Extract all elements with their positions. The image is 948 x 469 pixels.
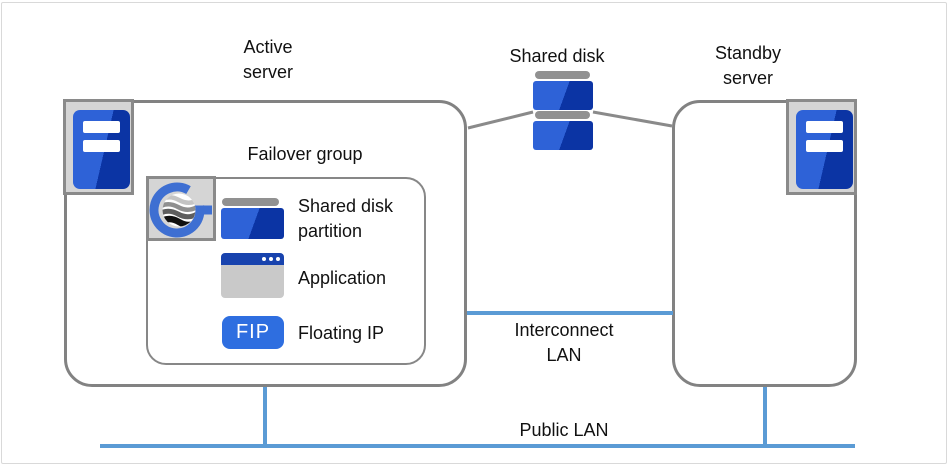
server-bar: [806, 140, 843, 152]
window-titlebar: [221, 253, 284, 265]
floating-ip-badge: FIP: [222, 316, 284, 349]
label-line: Application: [298, 268, 387, 288]
label-line: Interconnect: [514, 320, 614, 340]
server-bar: [806, 121, 843, 133]
active-server-icon: [63, 99, 134, 195]
public-lan-label: Public LAN: [519, 420, 609, 440]
active-server-label: Active server: [188, 35, 348, 85]
floating-ip-label: Floating IP: [298, 321, 384, 346]
cluster-logo-panel: [146, 176, 216, 241]
shared-disk-label: Shared disk: [509, 46, 605, 66]
disk-cap: [222, 198, 279, 206]
label-line: server: [722, 68, 773, 88]
shared-disk-partition-icon: [221, 208, 284, 239]
fip-badge-text: FIP: [235, 321, 271, 343]
window-dot: [276, 257, 280, 261]
server-glyph: [73, 110, 130, 189]
server-glyph: [796, 110, 853, 189]
shared-disk-partition-label: Shared disk partition: [298, 194, 393, 244]
standby-server-icon: [786, 99, 857, 195]
label-line: server: [242, 62, 293, 82]
failover-group-label: Failover group: [247, 144, 363, 164]
disk-cap: [535, 111, 590, 119]
application-label: Application: [298, 266, 386, 291]
server-bar: [83, 140, 120, 152]
disk-platter: [533, 121, 593, 150]
application-window-icon: [221, 253, 284, 298]
label-line: Standby: [714, 43, 782, 63]
label-line: Shared disk: [298, 196, 394, 216]
label-line: Active: [243, 37, 293, 57]
window-body: [221, 265, 284, 298]
disk-platter: [533, 81, 593, 110]
window-dot: [262, 257, 266, 261]
label-line: partition: [298, 221, 363, 241]
window-dot: [269, 257, 273, 261]
server-bar: [83, 121, 120, 133]
standby-server-label: Standby server: [668, 41, 828, 91]
label-line: LAN: [546, 345, 582, 365]
interconnect-lan-label: Interconnect LAN: [484, 318, 644, 368]
expresscluster-g-logo: [149, 182, 212, 238]
disk-cap: [535, 71, 590, 79]
label-line: Floating IP: [298, 323, 385, 343]
